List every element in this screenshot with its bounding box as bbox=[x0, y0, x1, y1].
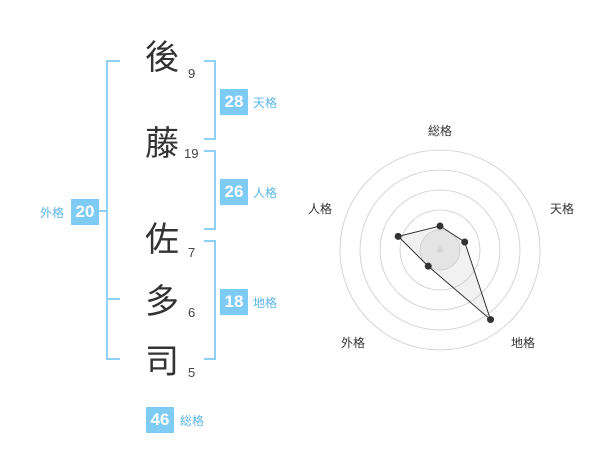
soukaku-value: 46 bbox=[146, 407, 174, 433]
stroke-count-5: 5 bbox=[188, 365, 196, 380]
gaikaku-label: 外格 bbox=[40, 206, 65, 220]
name-char-4: 多 bbox=[145, 282, 179, 322]
radar-point-3 bbox=[487, 316, 495, 324]
radar-point-4 bbox=[424, 262, 432, 270]
name-char-1: 後 bbox=[145, 38, 179, 78]
radar-ring-3 bbox=[379, 189, 501, 311]
tenkaku-bracket bbox=[204, 60, 216, 140]
radar-point-1 bbox=[436, 222, 444, 230]
radar-center-dot bbox=[437, 247, 443, 253]
jinkaku-value: 26 bbox=[220, 179, 248, 205]
chikaku-bracket bbox=[204, 240, 216, 360]
gaikaku-value: 20 bbox=[71, 199, 99, 225]
gaikaku-bracket bbox=[106, 60, 120, 360]
radar-axis-label-gaikaku: 外格 bbox=[341, 336, 366, 350]
name-char-2: 藤 bbox=[145, 124, 179, 164]
radar-ring-5 bbox=[339, 149, 541, 351]
radar-ring-2 bbox=[399, 209, 481, 291]
jinkaku-label: 人格 bbox=[253, 186, 278, 200]
name-char-3: 佐 bbox=[145, 220, 179, 260]
radar-axis-label-chikaku: 地格 bbox=[511, 336, 536, 350]
radar-point-2 bbox=[461, 238, 469, 246]
soukaku-label: 総格 bbox=[180, 414, 205, 428]
name-char-5: 司 bbox=[145, 342, 179, 382]
stroke-count-2: 19 bbox=[184, 146, 199, 161]
radar-axis-label-tenkaku: 天格 bbox=[550, 202, 575, 216]
stroke-count-4: 6 bbox=[188, 305, 196, 320]
radar-series-polygon bbox=[397, 225, 492, 322]
stroke-count-1: 9 bbox=[188, 66, 196, 81]
radar-ring-4 bbox=[359, 169, 521, 331]
chikaku-label: 地格 bbox=[253, 296, 278, 310]
radar-point-5 bbox=[394, 232, 402, 240]
radar-axis-label-jinkaku: 人格 bbox=[308, 202, 333, 216]
gaikaku-connector bbox=[94, 210, 106, 212]
radar-axis-label-soukaku: 総格 bbox=[428, 124, 453, 138]
tenkaku-value: 28 bbox=[220, 89, 248, 115]
chikaku-value: 18 bbox=[220, 289, 248, 315]
stroke-count-3: 7 bbox=[188, 245, 196, 260]
jinkaku-bracket bbox=[204, 150, 216, 230]
gaikaku-bracket-tick bbox=[106, 298, 120, 300]
tenkaku-label: 天格 bbox=[253, 96, 278, 110]
